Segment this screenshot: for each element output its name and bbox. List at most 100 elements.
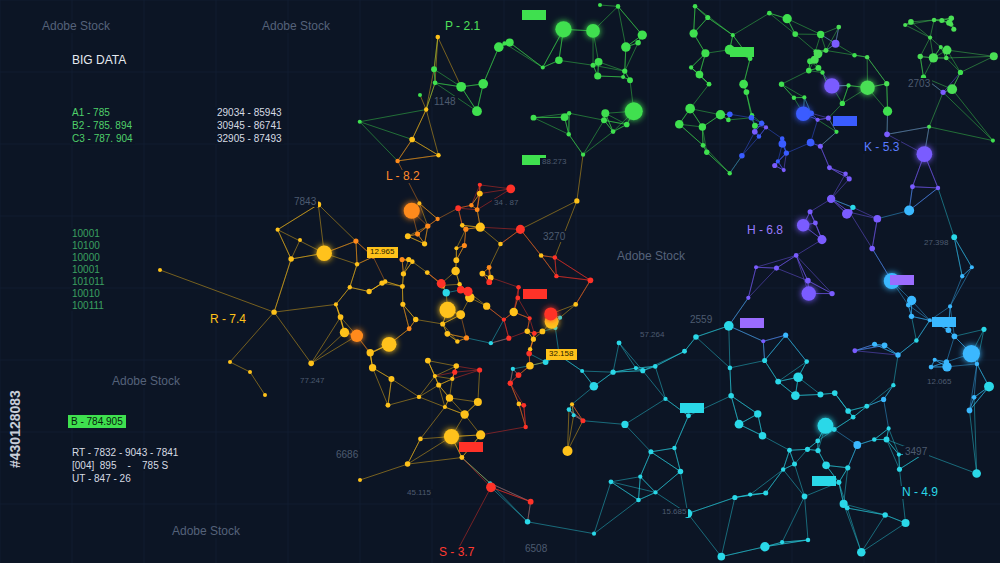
network-dot <box>489 341 493 345</box>
network-link <box>707 152 730 173</box>
network-dot <box>845 465 850 470</box>
network-dot <box>511 367 515 371</box>
network-dot <box>367 349 374 356</box>
network-link <box>160 270 274 312</box>
network-dot <box>379 280 384 285</box>
network-link <box>491 338 509 343</box>
network-link <box>408 439 421 464</box>
network-link <box>611 482 656 493</box>
grid-line <box>432 0 433 563</box>
network-dot <box>456 82 466 92</box>
network-dot <box>933 358 937 362</box>
network-link <box>426 110 438 156</box>
network-link <box>695 6 708 17</box>
network-link <box>560 304 576 317</box>
network-dots <box>158 3 998 560</box>
binary-code: 10000 <box>70 252 102 263</box>
network-link <box>783 450 789 469</box>
network-link <box>412 110 426 140</box>
network-dot <box>476 430 485 439</box>
network-dot <box>455 339 459 343</box>
network-link <box>847 508 885 515</box>
network-dot <box>970 265 974 269</box>
network-dot <box>553 255 558 260</box>
grid-line <box>216 0 217 563</box>
network-link <box>834 417 853 429</box>
network-dot <box>415 232 420 237</box>
network-dot <box>846 83 850 87</box>
network-dot <box>882 342 888 348</box>
data-value: 3270 <box>541 231 567 242</box>
network-link <box>920 57 923 78</box>
network-link <box>435 372 455 376</box>
network-dot <box>486 482 496 492</box>
network-dot <box>685 104 695 114</box>
network-link <box>509 331 527 338</box>
network-link <box>555 257 591 280</box>
network-link <box>691 68 709 85</box>
network-link <box>795 34 820 35</box>
network-link <box>867 399 884 406</box>
network-link <box>576 280 591 304</box>
network-dot <box>746 296 750 300</box>
network-link <box>388 397 419 405</box>
network-dot <box>728 171 732 175</box>
network-dot <box>689 29 697 37</box>
value-tag <box>812 476 836 486</box>
network-link <box>730 114 752 118</box>
network-link <box>350 287 369 291</box>
network-dot <box>873 215 881 223</box>
network-link <box>826 50 855 55</box>
network-dot <box>872 437 877 442</box>
network-link <box>828 103 842 118</box>
network-link <box>388 379 392 405</box>
network-dot <box>850 205 855 210</box>
network-link <box>524 405 526 427</box>
network-dot <box>425 358 431 364</box>
network-dot <box>621 421 628 428</box>
network-link <box>954 237 962 276</box>
network-link <box>655 351 684 366</box>
network-link <box>721 497 735 556</box>
network-link <box>373 257 385 282</box>
network-dot <box>829 291 834 296</box>
network-dot <box>483 303 490 310</box>
network-link <box>887 127 929 135</box>
network-dot <box>845 408 851 414</box>
network-dot <box>696 71 704 79</box>
network-link <box>582 371 613 372</box>
network-link <box>872 219 877 249</box>
network-link <box>844 504 862 552</box>
network-dot <box>776 159 780 163</box>
network-dot <box>917 146 933 162</box>
network-link <box>466 338 490 343</box>
network-link <box>530 318 535 333</box>
network-link <box>572 404 583 420</box>
network-link <box>850 212 873 248</box>
network-dot <box>298 238 302 242</box>
network-link <box>795 449 808 464</box>
network-link <box>756 255 796 267</box>
network-dot <box>663 397 667 401</box>
network-dot <box>820 70 824 74</box>
network-link <box>916 320 929 340</box>
binary-code: 100111 <box>70 300 106 311</box>
network-link <box>924 454 977 474</box>
network-link <box>789 449 807 451</box>
network-link <box>834 429 857 445</box>
network-dot <box>634 366 638 370</box>
network-link <box>447 334 466 338</box>
network-dot <box>787 448 792 453</box>
grid-line <box>0 72 1000 73</box>
network-link <box>729 326 763 341</box>
network-dot <box>944 56 949 61</box>
cluster-label: K - 5.3 <box>862 141 901 154</box>
network-dot <box>563 446 573 456</box>
network-dot <box>574 198 579 203</box>
network-dot <box>348 285 352 289</box>
network-link <box>656 471 681 492</box>
network-link <box>456 366 479 370</box>
network-link <box>651 452 681 472</box>
